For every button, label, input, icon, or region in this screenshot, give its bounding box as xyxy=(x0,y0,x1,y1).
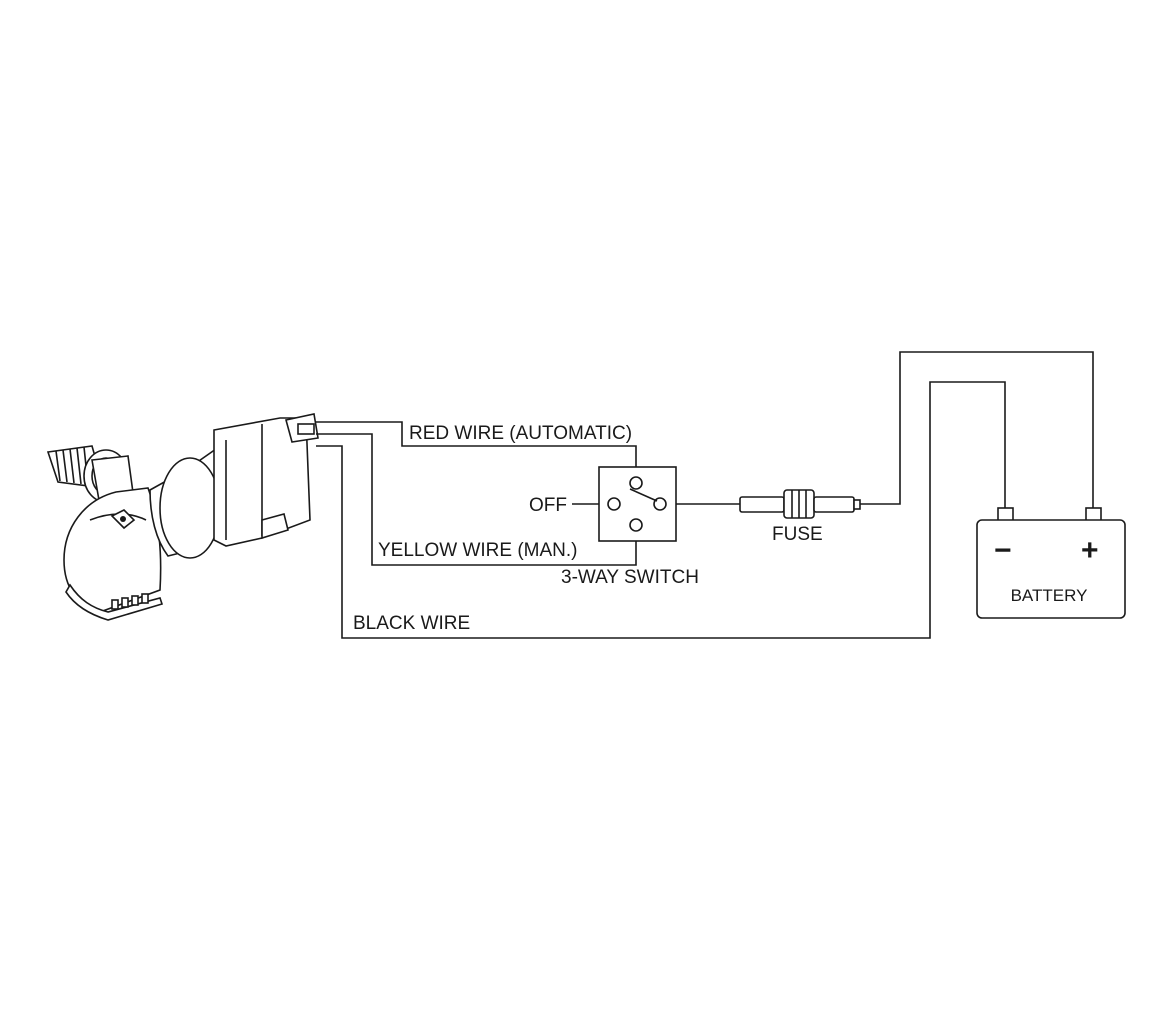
battery-positive-sign: + xyxy=(1081,534,1099,567)
fuse-holder-icon xyxy=(739,489,861,519)
pump-strainer-base xyxy=(63,487,164,621)
yellow-wire xyxy=(316,433,637,566)
wires xyxy=(316,351,1094,639)
fuse-to-battery-wire xyxy=(860,351,1094,508)
battery-icon: − + BATTERY xyxy=(976,507,1126,619)
red-wire-label: RED WIRE (AUTOMATIC) xyxy=(409,423,632,444)
battery-label: BATTERY xyxy=(1011,586,1088,605)
fuse-label: FUSE xyxy=(772,524,823,545)
black-wire xyxy=(316,381,1006,639)
battery-negative-sign: − xyxy=(994,534,1012,567)
pump-motor-body xyxy=(149,413,319,559)
black-wire-label: BLACK WIRE xyxy=(353,613,470,634)
three-way-switch-icon xyxy=(598,466,677,542)
red-wire xyxy=(316,421,637,474)
yellow-wire-label: YELLOW WIRE (MAN.) xyxy=(378,540,578,561)
off-label: OFF xyxy=(529,495,567,516)
switch-label: 3-WAY SWITCH xyxy=(561,567,699,588)
hose-outlet xyxy=(46,445,135,507)
bilge-pump-icon xyxy=(46,413,319,621)
